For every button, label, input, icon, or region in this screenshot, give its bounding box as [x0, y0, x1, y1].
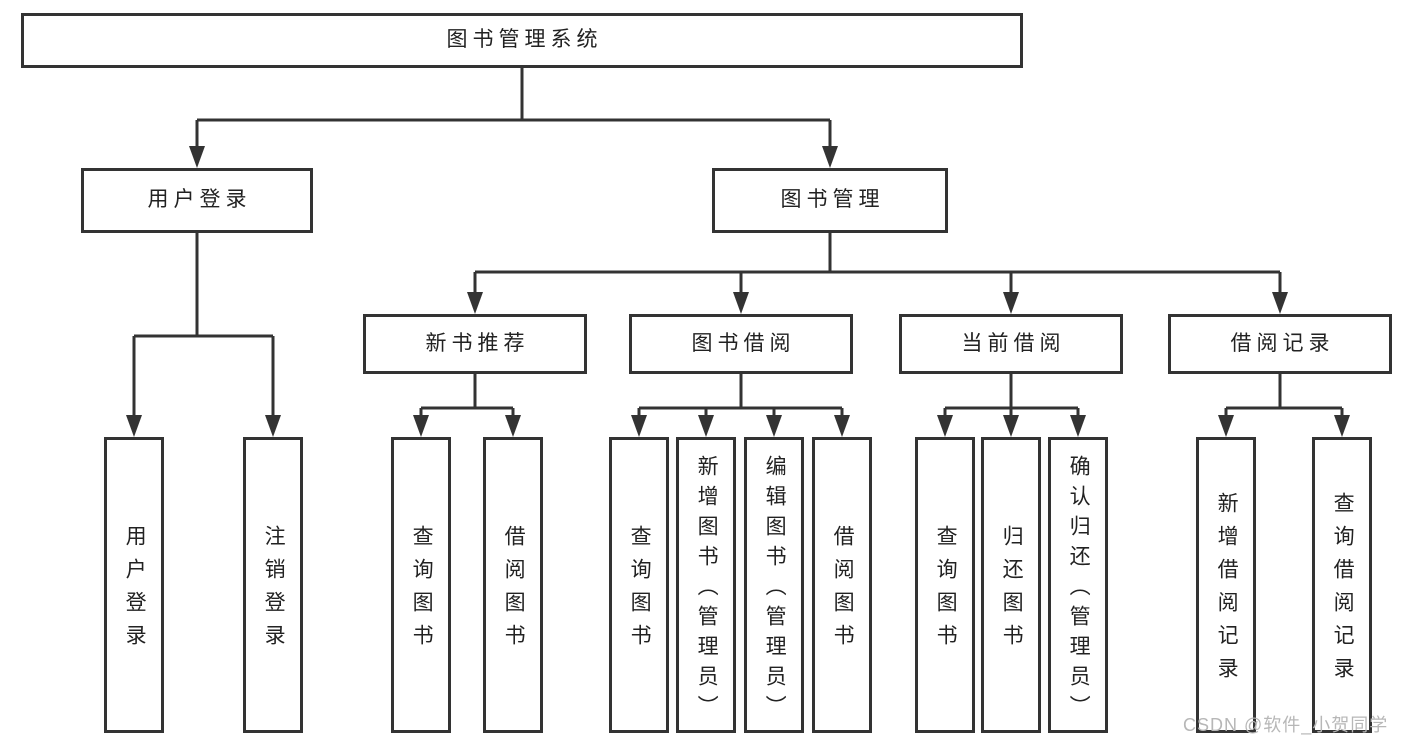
leaf-borrow-edit-books-admin: 编辑图书（管理员）: [744, 437, 804, 733]
leaf-current-query-books: 查询图书: [915, 437, 975, 733]
leaf-current-query-books-label: 查询图书: [934, 525, 958, 657]
node-book-borrow-label: 图书借阅: [691, 331, 796, 355]
node-borrow-records: 借阅记录: [1168, 314, 1392, 374]
node-new-book-recommend-label: 新书推荐: [425, 331, 530, 355]
leaf-borrow-borrow-books-label: 借阅图书: [831, 525, 855, 657]
node-new-book-recommend: 新书推荐: [363, 314, 587, 374]
node-user-login-branch: 用户登录: [81, 168, 313, 233]
node-book-management-branch-label: 图书管理: [780, 188, 885, 212]
node-book-management-branch: 图书管理: [712, 168, 948, 233]
node-root: 图书管理系统: [21, 13, 1023, 68]
leaf-logout-label: 注销登录: [262, 525, 286, 657]
leaf-newbook-borrow-books-label: 借阅图书: [502, 525, 526, 657]
node-current-borrow-label: 当前借阅: [961, 331, 1066, 355]
leaf-borrow-add-books-admin-label: 新增图书（管理员）: [695, 454, 719, 725]
leaf-newbook-borrow-books: 借阅图书: [483, 437, 543, 733]
node-current-borrow: 当前借阅: [899, 314, 1123, 374]
leaf-current-confirm-return-admin-label: 确认归还（管理员）: [1067, 454, 1091, 725]
leaf-current-confirm-return-admin: 确认归还（管理员）: [1048, 437, 1108, 733]
leaf-user-login-label: 用户登录: [123, 525, 147, 657]
leaf-records-add-borrow-record: 新增借阅记录: [1196, 437, 1256, 733]
leaf-borrow-query-books-label: 查询图书: [628, 525, 652, 657]
csdn-watermark: CSDN @软件_小贺同学: [1183, 715, 1389, 735]
leaf-records-query-borrow-record: 查询借阅记录: [1312, 437, 1372, 733]
leaf-records-query-borrow-record-label: 查询借阅记录: [1331, 492, 1355, 690]
leaf-newbook-query-books-label: 查询图书: [410, 525, 434, 657]
leaf-borrow-edit-books-admin-label: 编辑图书（管理员）: [763, 454, 787, 725]
leaf-borrow-borrow-books: 借阅图书: [812, 437, 872, 733]
leaf-user-login: 用户登录: [104, 437, 164, 733]
leaf-borrow-add-books-admin: 新增图书（管理员）: [676, 437, 736, 733]
leaf-records-add-borrow-record-label: 新增借阅记录: [1215, 492, 1239, 690]
node-user-login-branch-label: 用户登录: [147, 188, 252, 212]
node-root-label: 图书管理系统: [446, 28, 603, 52]
leaf-current-return-books: 归还图书: [981, 437, 1041, 733]
leaf-borrow-query-books: 查询图书: [609, 437, 669, 733]
leaf-current-return-books-label: 归还图书: [1000, 525, 1024, 657]
leaf-newbook-query-books: 查询图书: [391, 437, 451, 733]
node-borrow-records-label: 借阅记录: [1230, 331, 1335, 355]
leaf-logout: 注销登录: [243, 437, 303, 733]
node-book-borrow: 图书借阅: [629, 314, 853, 374]
